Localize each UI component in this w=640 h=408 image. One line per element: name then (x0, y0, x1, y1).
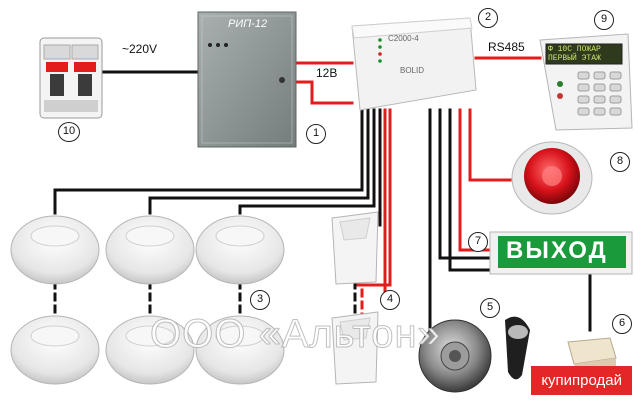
motion-detector (331, 311, 379, 385)
wire-loop-2 (148, 108, 370, 215)
siren-strobe (511, 141, 593, 215)
label-rs485: RS485 (488, 40, 525, 54)
wire-siren (468, 108, 512, 182)
label-controller-name: С2000-4 (388, 34, 419, 43)
smoke-detector (195, 215, 285, 285)
smoke-detector (105, 315, 195, 385)
watermark: ООО «Альтон» (150, 312, 441, 357)
circuit-breaker (39, 37, 103, 119)
controller-s2000-4 (351, 17, 477, 111)
site-badge: купипродай (531, 366, 632, 395)
touch-memory-reader (418, 319, 492, 393)
label-controller-brand: BOLID (400, 66, 425, 75)
label-voltage-ac: ~220V (122, 42, 158, 56)
power-supply-unit (197, 11, 297, 148)
smoke-detector (10, 315, 100, 385)
wire-exit-sign (438, 108, 492, 260)
wire-12v-bottom (294, 80, 354, 105)
keypad-screen-line1: Ф 10С ПОЖАР (548, 45, 601, 54)
smoke-detector (105, 215, 195, 285)
wire-loop-1 (53, 108, 364, 215)
keypad-panel (539, 33, 633, 131)
label-exit-sign: ВЫХОД (506, 237, 608, 264)
marker-3: 3 (250, 290, 270, 310)
marker-6: 6 (612, 314, 632, 334)
exit-sign (489, 231, 633, 275)
motion-detectors (331, 211, 379, 385)
smoke-detector (10, 215, 100, 285)
label-psu-name: РИП-12 (228, 18, 268, 30)
wire-loop-motion-red (354, 108, 392, 287)
marker-9: 9 (594, 10, 614, 30)
marker-8: 8 (610, 152, 630, 172)
smoke-detector (195, 315, 285, 385)
marker-4: 4 (380, 290, 400, 310)
marker-2: 2 (478, 8, 498, 28)
keypad-screen-line2: ПЕРВЫЙ ЭТАЖ (548, 54, 601, 63)
wire-loop-3 (238, 108, 376, 215)
marker-1: 1 (306, 124, 326, 144)
smoke-detectors (10, 215, 285, 385)
key-fob (505, 316, 530, 380)
motion-detector (331, 211, 379, 285)
marker-10: 10 (58, 122, 80, 142)
label-voltage-dc: 12В (316, 66, 338, 80)
marker-7: 7 (468, 232, 488, 252)
wiring (53, 56, 592, 332)
marker-5: 5 (480, 298, 500, 318)
